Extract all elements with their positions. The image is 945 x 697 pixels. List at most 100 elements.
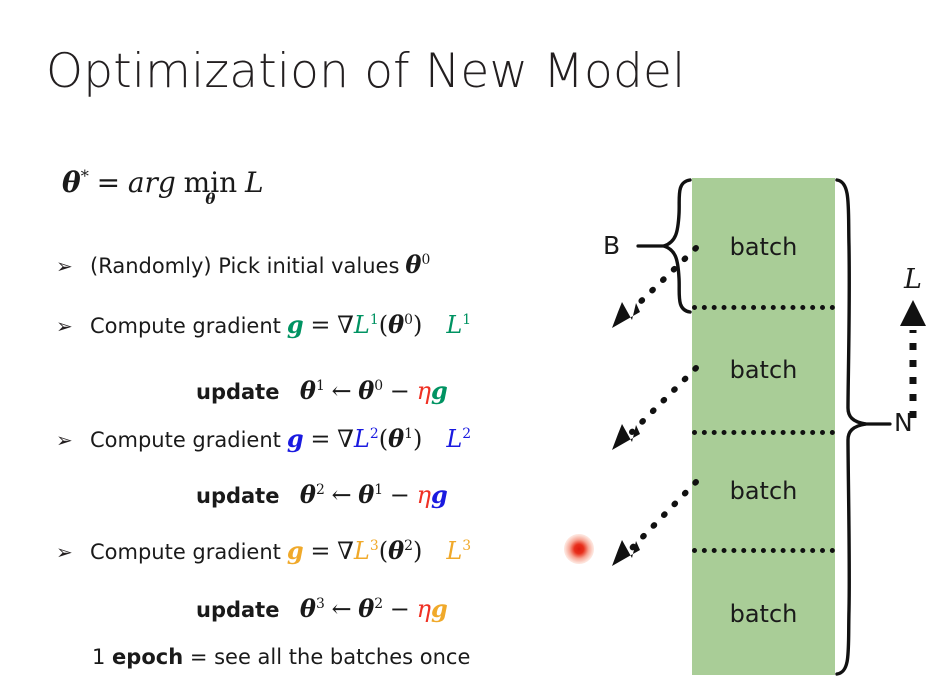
diagram-annotations	[612, 178, 926, 676]
update-label: update	[196, 484, 280, 508]
arrow-to-loss-2	[629, 365, 699, 435]
loss-symbol: L	[353, 425, 370, 453]
left-arrow-icon: ←	[331, 595, 352, 623]
batch-cell: batch	[729, 356, 798, 384]
loss-symbol: L	[353, 311, 370, 339]
objective-star: *	[80, 166, 89, 186]
bullet-marker-icon: ➢	[56, 314, 73, 338]
minus-sign: −	[389, 595, 410, 623]
theta-symbol: θ	[358, 376, 375, 405]
theta-symbol: θ	[299, 376, 316, 405]
theta-symbol: θ	[405, 250, 422, 279]
theta-symbol: θ	[358, 594, 375, 623]
bullet-text: Compute gradient	[90, 314, 281, 338]
update-label: update	[196, 598, 280, 622]
loss-superscript: 1	[369, 312, 379, 328]
bullet-marker-icon: ➢	[56, 254, 73, 278]
theta-symbol: θ	[388, 536, 405, 565]
update-equation: θ2 ← θ1 − ηg	[299, 480, 448, 509]
theta-symbol: θ	[388, 310, 405, 339]
bullet-math: θ0	[405, 250, 430, 280]
objective-min-subscript: θ	[205, 190, 216, 208]
theta-superscript: 1	[404, 426, 413, 442]
left-arrow-icon: ←	[331, 377, 352, 405]
theta-symbol: θ	[358, 480, 375, 509]
equals-sign: =	[310, 425, 331, 453]
update-step-1: update θ1 ← θ0 − ηg	[196, 376, 448, 406]
nabla-icon: ∇	[337, 537, 354, 565]
arrowhead-1	[612, 302, 640, 328]
batch-cell: batch	[729, 232, 798, 261]
arrow-to-loss-1	[629, 245, 699, 313]
objective-formula: θ* = arg min θ L	[62, 166, 264, 218]
arrowhead-3	[612, 540, 640, 566]
epoch-suffix: = see all the batches once	[183, 645, 471, 669]
update-equation: θ3 ← θ2 − ηg	[299, 594, 448, 623]
bullet-text: Compute gradient	[90, 540, 281, 564]
batch-divider	[692, 430, 835, 435]
brace-N	[835, 178, 867, 676]
equals-sign: =	[310, 537, 331, 565]
arrowhead-2	[612, 424, 640, 450]
theta-superscript: 0	[421, 252, 431, 268]
theta-symbol: θ	[388, 424, 405, 453]
nabla-icon: ∇	[337, 425, 354, 453]
gradient-symbol: g	[430, 594, 448, 623]
loss-axis-arrowhead-icon	[900, 300, 926, 326]
epoch-prefix: 1	[92, 645, 113, 669]
loss-superscript: 3	[369, 538, 379, 554]
batch-cell: batch	[729, 477, 798, 505]
objective-loss: L	[244, 166, 264, 199]
bullet-text: (Randomly) Pick initial values	[90, 254, 400, 278]
gradient-symbol: g	[286, 310, 304, 339]
eta-symbol: η	[416, 595, 431, 623]
nabla-icon: ∇	[337, 311, 354, 339]
equals-sign: =	[310, 311, 331, 339]
theta-superscript: 2	[404, 538, 413, 554]
update-label: update	[196, 380, 280, 404]
bullet-math: g = ∇L2(θ1)	[286, 424, 423, 453]
eta-symbol: η	[416, 377, 431, 405]
page-title: Optimization of New Model	[46, 44, 686, 99]
gradient-symbol: g	[286, 424, 304, 453]
brace-B	[658, 178, 692, 314]
gradient-symbol: g	[286, 536, 304, 565]
batch-cell: batch	[729, 600, 798, 628]
bullet-compute-gradient-1: ➢ Compute gradient g = ∇L1(θ0) L1	[56, 310, 471, 340]
loss-axis-label: L	[904, 264, 922, 295]
epoch-note: 1 epoch = see all the batches once	[92, 645, 470, 669]
minus-sign: −	[389, 377, 410, 405]
theta-symbol: θ	[299, 594, 316, 623]
trailing-loss-label: L3	[446, 537, 472, 565]
loss-symbol: L	[353, 537, 370, 565]
brace-label-N: N	[894, 408, 913, 437]
batch-divider	[692, 305, 835, 310]
arrow-to-loss-3	[629, 479, 699, 551]
batch-diagram: batch batch batch batch	[560, 160, 945, 676]
left-arrow-icon: ←	[331, 481, 352, 509]
loss-superscript: 2	[369, 426, 379, 442]
minus-sign: −	[389, 481, 410, 509]
gradient-symbol: g	[430, 480, 448, 509]
brace-label-B: B	[603, 231, 621, 260]
bullet-pick-initial: ➢ (Randomly) Pick initial values θ0	[56, 250, 430, 280]
trailing-loss-label: L2	[446, 425, 472, 453]
update-step-3: update θ3 ← θ2 − ηg	[196, 594, 448, 624]
objective-arg: arg	[127, 166, 176, 199]
eta-symbol: η	[416, 481, 431, 509]
dataset-column	[692, 178, 835, 675]
objective-argmin: min θ	[183, 166, 238, 208]
objective-theta: θ	[62, 166, 81, 199]
objective-equals: =	[96, 166, 121, 199]
bullet-marker-icon: ➢	[56, 428, 73, 452]
epoch-keyword: epoch	[112, 645, 184, 669]
trailing-loss-label: L1	[446, 311, 472, 339]
update-equation: θ1 ← θ0 − ηg	[299, 376, 448, 405]
gradient-symbol: g	[430, 376, 448, 405]
bullet-text: Compute gradient	[90, 428, 281, 452]
objective-min: min	[183, 166, 238, 199]
bullet-compute-gradient-3: ➢ Compute gradient g = ∇L3(θ2) L3	[56, 536, 471, 566]
batch-divider	[692, 548, 835, 553]
update-step-2: update θ2 ← θ1 − ηg	[196, 480, 448, 510]
